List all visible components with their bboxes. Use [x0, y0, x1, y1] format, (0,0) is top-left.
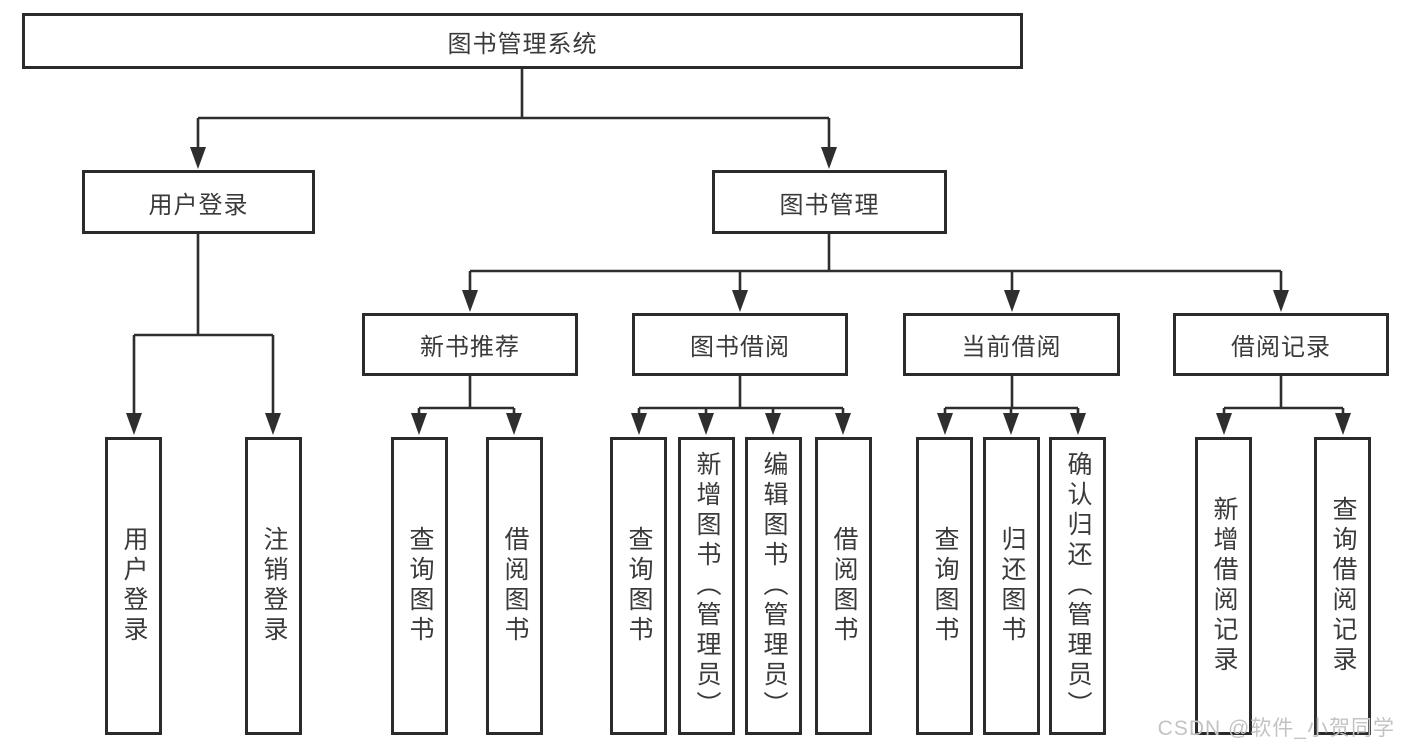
node-root: 图书管理系统	[22, 13, 1023, 69]
node-edit-book-admin: 编辑图书（管理员）	[745, 437, 802, 735]
arrow-down-icons	[126, 147, 1351, 435]
node-book-mgmt: 图书管理	[712, 170, 947, 234]
node-return-book: 归还图书	[983, 437, 1040, 735]
node-confirm-return-admin-label: 确认归还（管理员）	[1064, 451, 1092, 721]
node-borrow-records: 借阅记录	[1173, 313, 1389, 376]
node-user-login-label: 用户登录	[148, 191, 249, 219]
node-new-book-rec: 新书推荐	[362, 313, 578, 376]
node-borrow-records-label: 借阅记录	[1231, 334, 1331, 361]
node-user-login-leaf-label: 用户登录	[120, 526, 148, 646]
node-logout-label: 注销登录	[260, 526, 288, 646]
node-query-borrow-record: 查询借阅记录	[1314, 437, 1371, 735]
node-query-book-2-label: 查询图书	[625, 526, 653, 646]
node-root-label: 图书管理系统	[447, 30, 598, 58]
node-book-borrow: 图书借阅	[632, 313, 848, 376]
node-user-login-leaf: 用户登录	[105, 437, 162, 735]
node-borrow-book-1-label: 借阅图书	[501, 526, 529, 646]
node-borrow-book-1: 借阅图书	[486, 437, 543, 735]
node-book-mgmt-label: 图书管理	[779, 191, 880, 219]
node-borrow-book-2-label: 借阅图书	[830, 526, 858, 646]
connector-segments	[132, 68, 1345, 417]
node-add-borrow-record: 新增借阅记录	[1195, 437, 1252, 735]
node-new-book-rec-label: 新书推荐	[420, 334, 520, 361]
node-query-borrow-record-label: 查询借阅记录	[1329, 496, 1357, 676]
node-query-book-2: 查询图书	[610, 437, 667, 735]
node-add-book-admin: 新增图书（管理员）	[678, 437, 735, 735]
node-confirm-return-admin: 确认归还（管理员）	[1049, 437, 1106, 735]
node-query-book-1-label: 查询图书	[406, 526, 434, 646]
watermark: CSDN @软件_小贺同学	[1157, 717, 1395, 740]
node-add-borrow-record-label: 新增借阅记录	[1210, 496, 1238, 676]
node-query-book-3-label: 查询图书	[931, 526, 959, 646]
node-add-book-admin-label: 新增图书（管理员）	[693, 451, 721, 721]
node-current-borrow-label: 当前借阅	[961, 334, 1062, 361]
node-query-book-3: 查询图书	[916, 437, 973, 735]
node-return-book-label: 归还图书	[998, 526, 1026, 646]
node-borrow-book-2: 借阅图书	[815, 437, 872, 735]
node-current-borrow: 当前借阅	[903, 313, 1120, 376]
node-query-book-1: 查询图书	[391, 437, 448, 735]
node-user-login: 用户登录	[82, 170, 315, 234]
node-logout: 注销登录	[245, 437, 302, 735]
node-edit-book-admin-label: 编辑图书（管理员）	[760, 451, 788, 721]
node-book-borrow-label: 图书借阅	[690, 334, 790, 361]
